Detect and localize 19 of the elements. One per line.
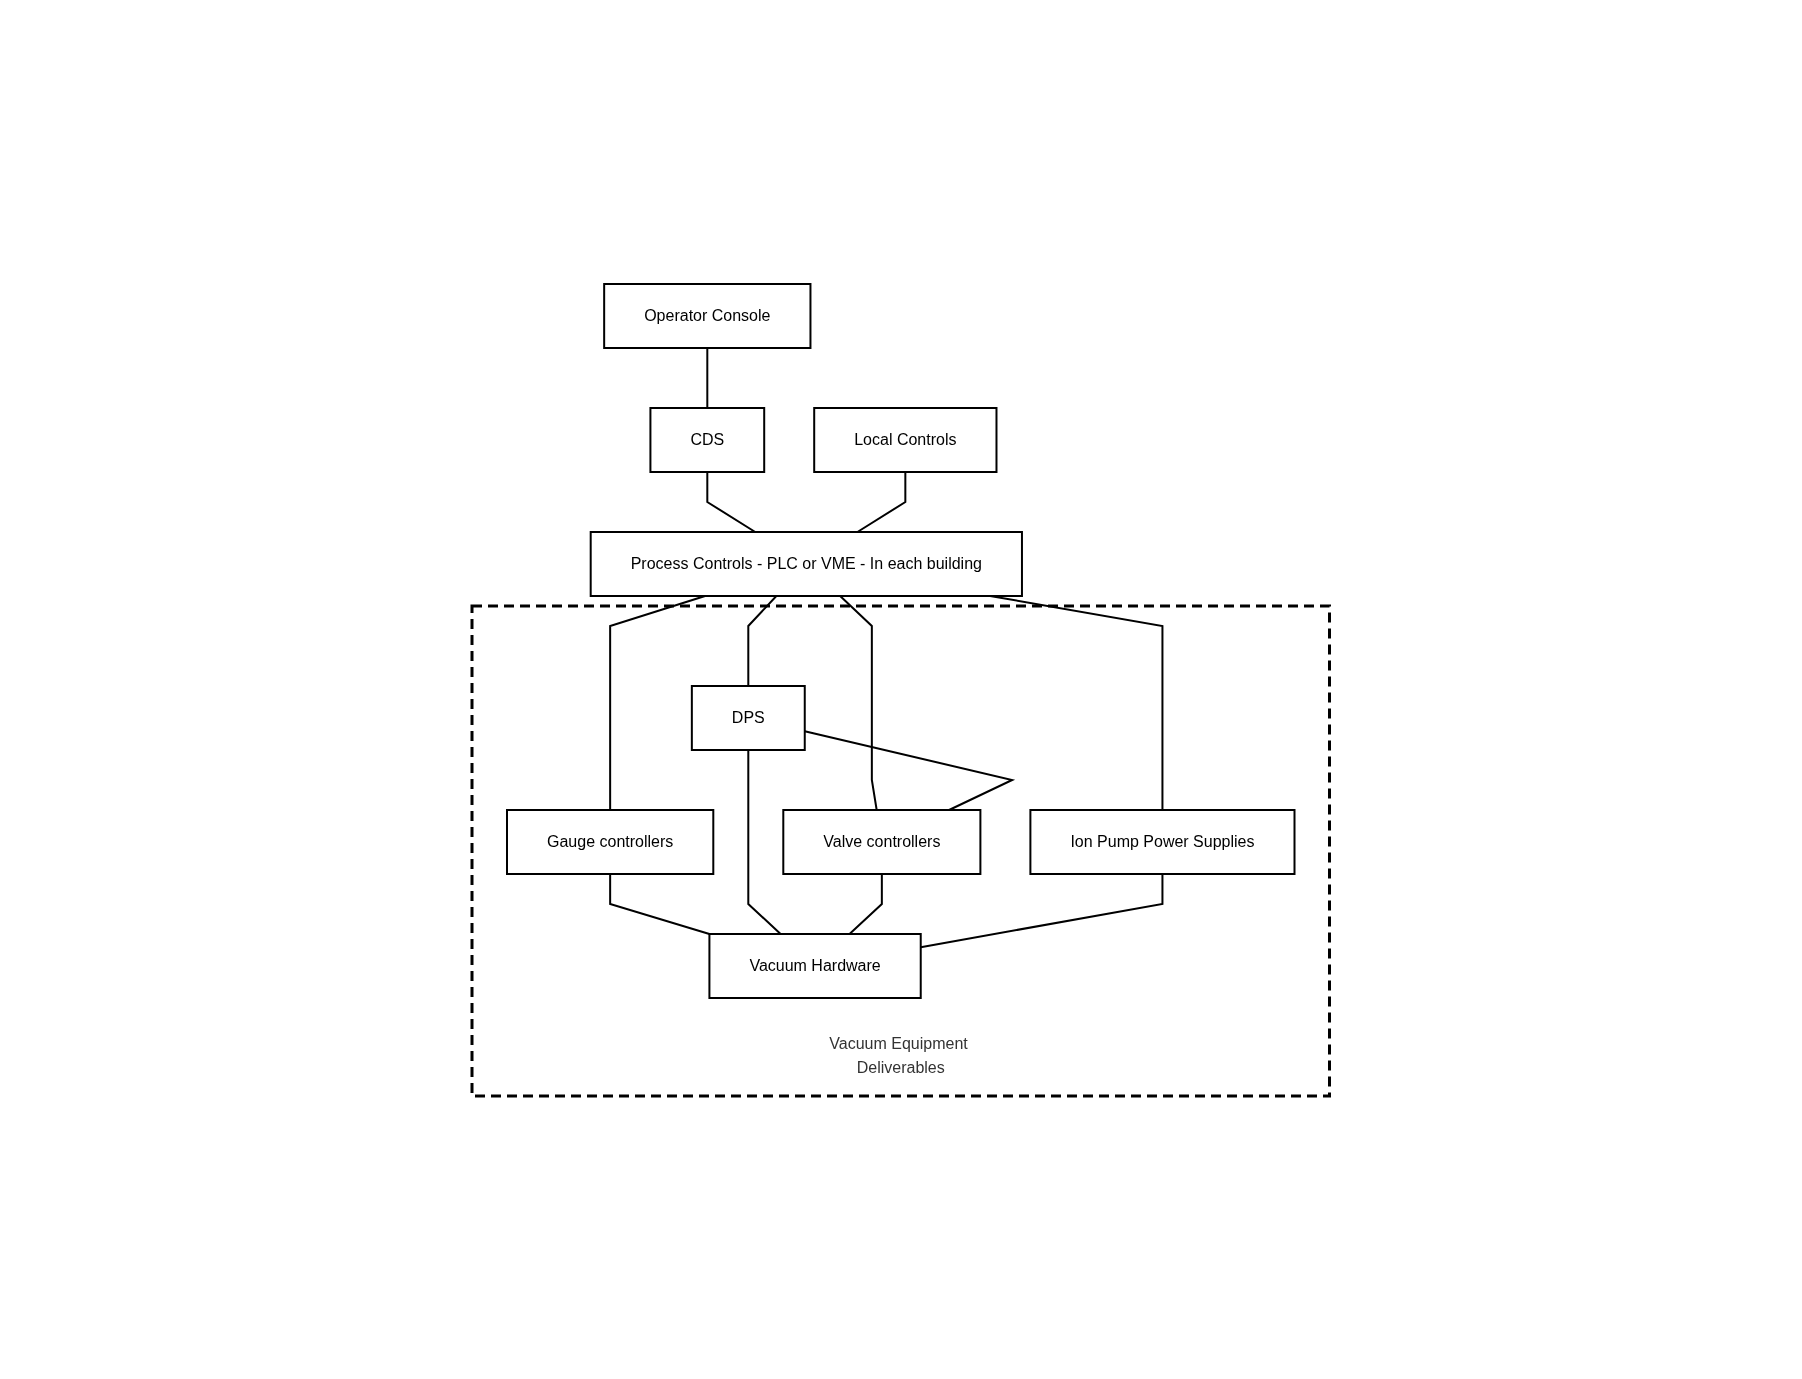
connector (856, 470, 907, 533)
node-box: Gauge controllers (506, 808, 715, 875)
node-box: Process Controls - PLC or VME - In each building (589, 530, 1024, 597)
node-box: Vacuum Hardware (708, 932, 922, 999)
connector (706, 346, 709, 409)
node-box: DPS (691, 684, 806, 751)
node-box: Operator Console (603, 282, 812, 349)
node-box: Local Controls (813, 406, 998, 473)
node-box: Ion Pump Power Supplies (1029, 808, 1296, 875)
connector (609, 872, 711, 935)
connector (747, 594, 778, 687)
connector (920, 872, 1164, 948)
node-box: Valve controllers (782, 808, 982, 875)
connector (848, 872, 884, 935)
connector (706, 470, 757, 533)
connector (839, 594, 878, 811)
connector (609, 594, 707, 811)
connector (747, 748, 782, 935)
node-box: CDS (649, 406, 766, 473)
